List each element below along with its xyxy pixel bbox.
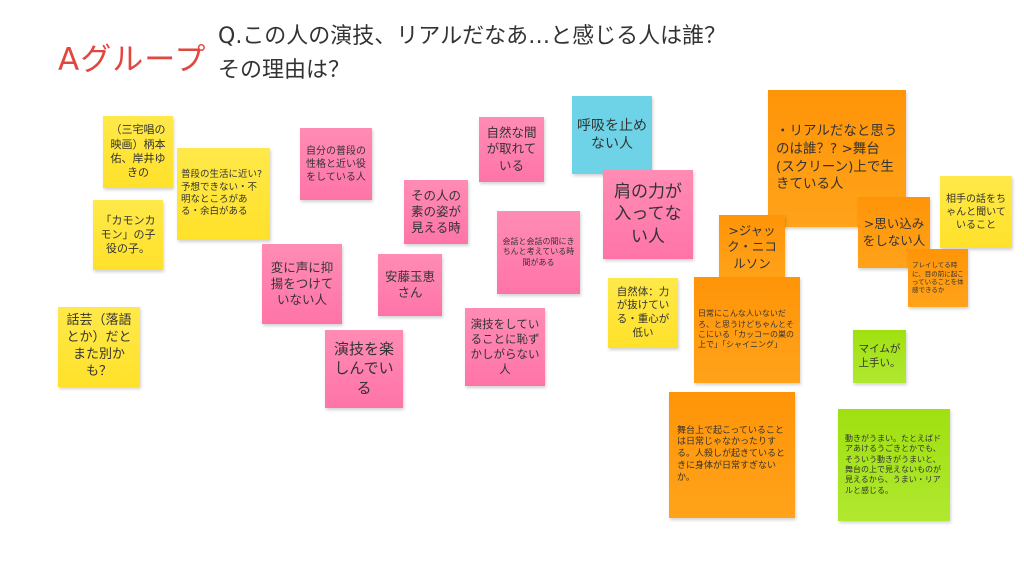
note-text: 普段の生活に近い?予想できない・不明なところがある・余白がある xyxy=(181,169,263,218)
note-text: 安藤玉恵さん xyxy=(384,268,435,300)
sticky-note[interactable]: 演技をしていることに恥ずかしがらない人 xyxy=(465,308,545,386)
note-text: 演技を楽しんでいる xyxy=(333,339,394,397)
sticky-note[interactable]: プレイしてる時に、目の前に起こっていることを体感できるか xyxy=(908,249,968,307)
sticky-note[interactable]: 自然な間が取れている xyxy=(479,117,544,182)
note-text: 変に声に抑揚をつけていない人 xyxy=(270,259,334,308)
note-text: 舞台上で起こっていることは日常じゃなかったりする。人殺しが起きているときに身体が… xyxy=(677,425,786,483)
sticky-note[interactable]: 相手の話をちゃんと聞いていること xyxy=(940,176,1012,248)
note-text: 自分の普段の性格と近い役をしている人 xyxy=(306,145,366,183)
note-text: 肩の力が入ってない人 xyxy=(614,182,682,247)
note-text: >思い込みをしない人 xyxy=(862,216,926,248)
note-text: （三宅唱の映画）柄本佑、岸井ゆきの xyxy=(110,123,166,180)
note-text: 話芸（落語とか）だとまた別かも？ xyxy=(66,313,132,379)
note-text: 会話と会話の間にきちんと考えている時間がある xyxy=(502,236,575,267)
group-title: Aグループ xyxy=(58,42,207,78)
sticky-note[interactable]: 舞台上で起こっていることは日常じゃなかったりする。人殺しが起きているときに身体が… xyxy=(669,392,795,518)
sticky-note[interactable]: 「カモンカモン」の子役の子。 xyxy=(93,200,163,270)
note-text: マイムが上手い。 xyxy=(858,342,901,369)
sticky-note[interactable]: 演技を楽しんでいる xyxy=(325,330,403,408)
sticky-note[interactable]: 変に声に抑揚をつけていない人 xyxy=(262,244,342,324)
sticky-note[interactable]: 安藤玉恵さん xyxy=(378,254,442,316)
sticky-note[interactable]: ・リアルだなと思うのは誰？? >舞台(スクリーン)上で生きている人 xyxy=(768,90,906,227)
note-text: ・リアルだなと思うのは誰？? >舞台(スクリーン)上で生きている人 xyxy=(776,123,898,193)
note-text: >ジャック・ニコルソン xyxy=(727,223,777,271)
sticky-note[interactable]: 呼吸を止めない人 xyxy=(572,96,652,174)
note-text: 日常にこんな人いないだろ、と思うけどちゃんとそこにいる「カッコーの巣の上で」「シ… xyxy=(698,309,794,350)
note-text: 呼吸を止めない人 xyxy=(577,117,647,152)
sticky-note[interactable]: （三宅唱の映画）柄本佑、岸井ゆきの xyxy=(103,116,173,188)
sticky-note[interactable]: 話芸（落語とか）だとまた別かも？ xyxy=(58,307,140,387)
note-text: 自然な間が取れている xyxy=(486,125,537,173)
sticky-note[interactable]: 肩の力が入ってない人 xyxy=(603,170,693,259)
note-text: その人の素の姿が見える時 xyxy=(410,187,461,236)
note-text: 「カモンカモン」の子役の子。 xyxy=(100,213,156,256)
sticky-note[interactable]: 普段の生活に近い?予想できない・不明なところがある・余白がある xyxy=(177,148,270,240)
note-text: 相手の話をちゃんと聞いていること xyxy=(946,193,1006,231)
note-text: 演技をしていることに恥ずかしがらない人 xyxy=(470,317,540,376)
question-line-1: Q.この人の演技、リアルだなあ…と感じる人は誰？ xyxy=(218,24,727,49)
sticky-note[interactable]: 日常にこんな人いないだろ、と思うけどちゃんとそこにいる「カッコーの巣の上で」「シ… xyxy=(694,277,800,383)
sticky-note[interactable]: 会話と会話の間にきちんと考えている時間がある xyxy=(497,211,580,294)
question-line-2: その理由は？ xyxy=(218,58,351,83)
note-text: プレイしてる時に、目の前に起こっていることを体感できるか xyxy=(912,261,964,295)
sticky-note[interactable]: 自然体：力が抜けている・重心が低い xyxy=(608,278,678,348)
note-text: 動きがうまい。たとえばドアあけるうごきとかでも、そういう動きがうまいと、舞台の上… xyxy=(845,433,941,495)
sticky-note[interactable]: その人の素の姿が見える時 xyxy=(404,180,468,244)
sticky-note[interactable]: マイムが上手い。 xyxy=(853,330,906,383)
question-text: Q.この人の演技、リアルだなあ…と感じる人は誰？ その理由は？ xyxy=(218,20,726,88)
sticky-note[interactable]: 自分の普段の性格と近い役をしている人 xyxy=(300,128,372,200)
sticky-note[interactable]: >ジャック・ニコルソン xyxy=(719,215,785,280)
sticky-note[interactable]: 動きがうまい。たとえばドアあけるうごきとかでも、そういう動きがうまいと、舞台の上… xyxy=(838,409,950,521)
note-text: 自然体：力が抜けている・重心が低い xyxy=(616,285,670,339)
